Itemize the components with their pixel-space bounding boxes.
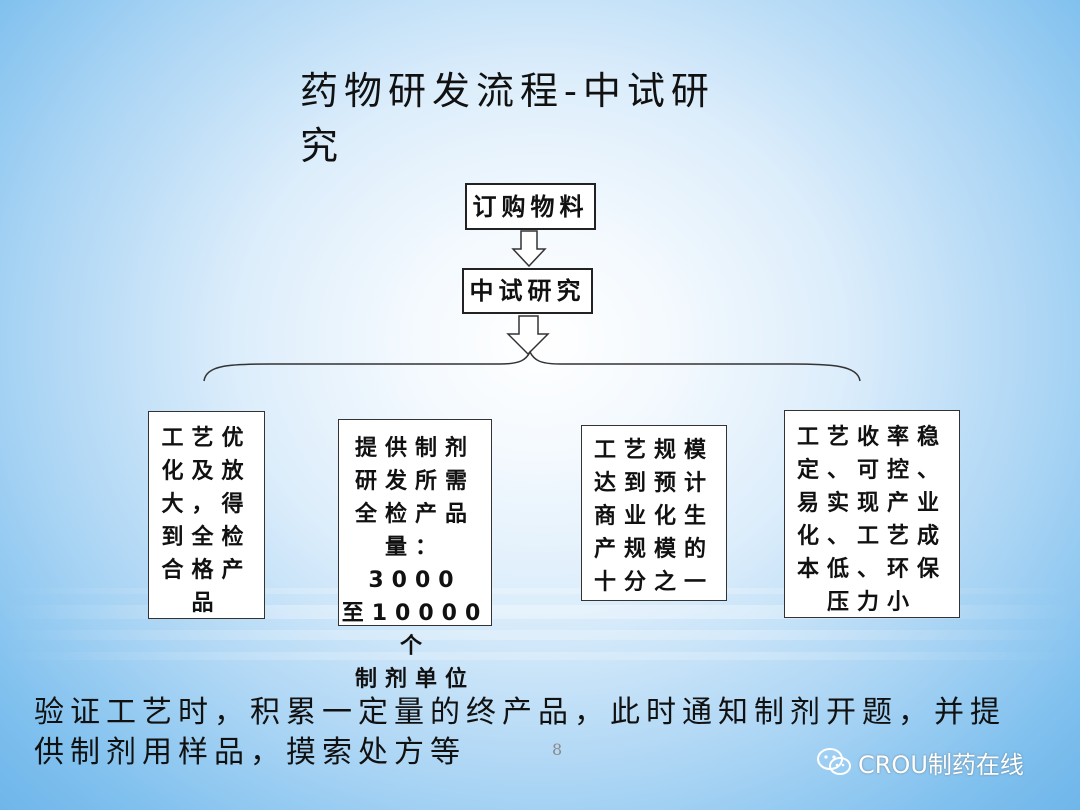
slide-title: 药物研发流程-中试研究 [300,69,715,168]
flow-box-order-materials: 订购物料 [465,183,596,230]
watermark: CROU制药在线 [816,744,1024,780]
page-number: 8 [552,740,563,759]
outcome-box-commercial-scale: 工艺规模 达到预计 商业化生 产规模的 十分之一 [581,425,727,601]
down-arrow-icon [506,315,550,356]
background-band [0,630,1080,640]
background-band [0,652,1080,660]
wechat-icon [817,748,851,775]
outcome-box-process-stability: 工艺收率稳 定、可控、 易实现产业 化、工艺成 本低、环保 压力小 [784,410,960,618]
down-arrow-icon [511,230,547,268]
flow-box-pilot-study: 中试研究 [462,268,593,314]
outcome-box-product-quantity: 提供制剂 研发所需 全检产品 量：3000 至10000个 制剂单位 [338,419,492,692]
watermark-text: CROU制药在线 [858,750,1024,779]
bottom-note: 验证工艺时，积累一定量的终产品，此时通知制剂开题，并提供制剂用样品，摸索处方等 [34,695,1006,770]
outcome-box-process-optimization: 工艺优 化及放 大，得 到全检 合格产 品 [148,411,265,619]
curly-brace [203,350,861,382]
